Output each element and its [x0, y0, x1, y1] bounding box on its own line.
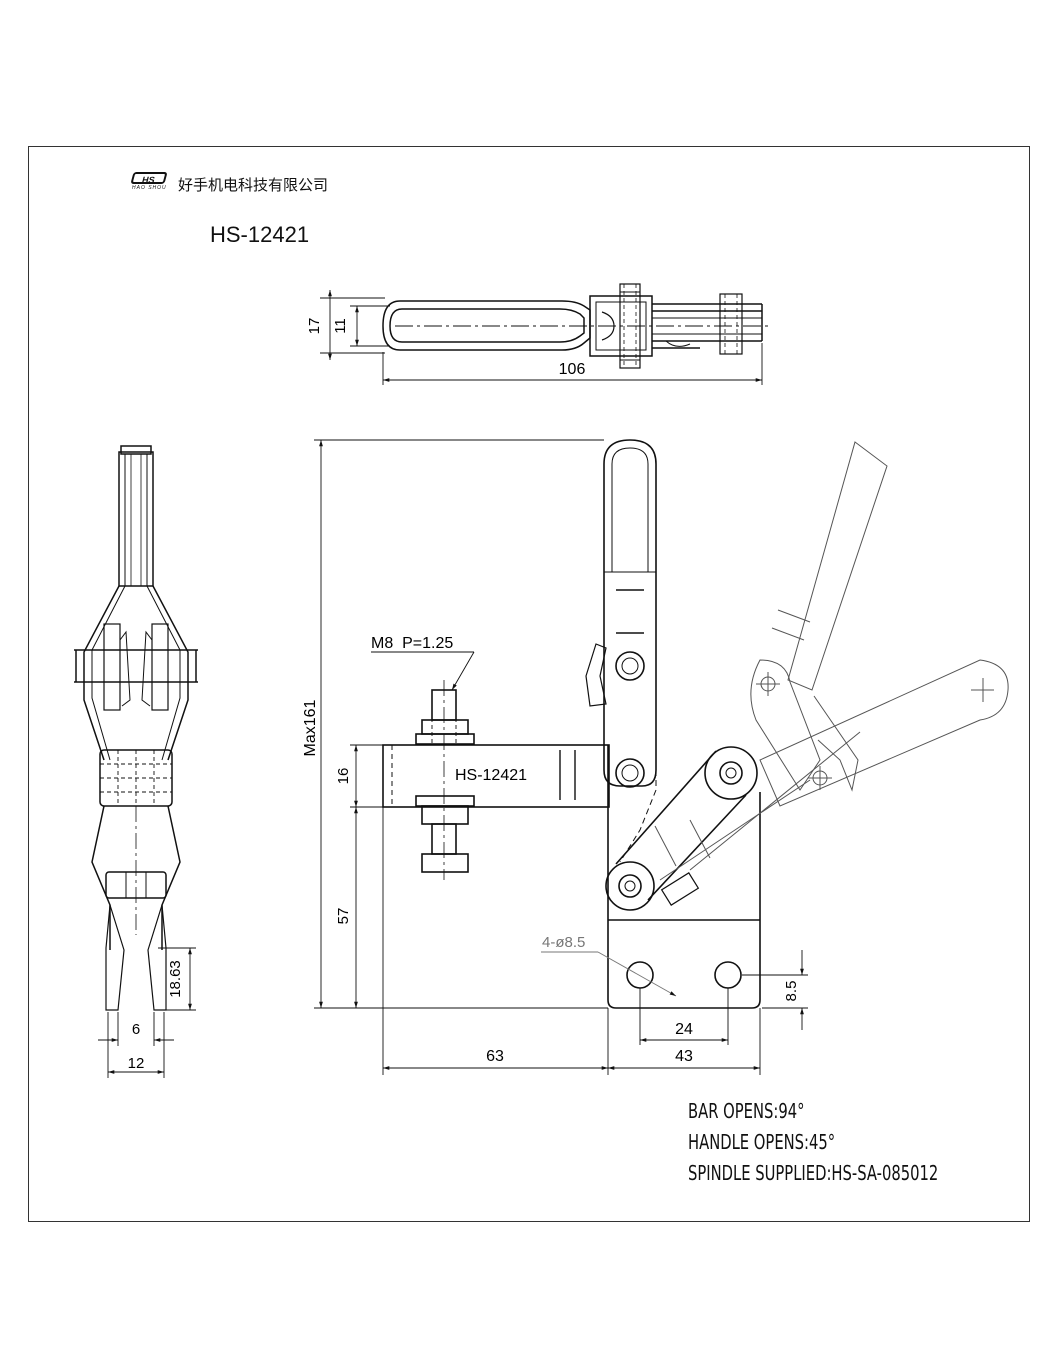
dim-hole-edge: 8.5	[783, 981, 800, 1002]
dim-tip-6: 6	[132, 1021, 140, 1038]
model-number: HS-12421	[210, 222, 310, 247]
thread-callout: M8 P=1.25	[371, 635, 453, 652]
dim-hole-pitch: 24	[675, 1021, 693, 1038]
dim-base-width: 43	[675, 1048, 693, 1065]
dim-length-106: 106	[559, 361, 586, 378]
dim-tip-18-63: 18.63	[167, 960, 184, 998]
company-logo: HS HAO SHOU 好手机电科技有限公司	[130, 172, 329, 195]
logo-subtext: HAO SHOU	[132, 185, 167, 191]
open-position-phantom	[654, 441, 1009, 881]
bar-label: HS-12421	[455, 767, 527, 784]
dim-width-17: 17	[306, 318, 323, 335]
side-view	[74, 445, 198, 1011]
top-view-dimensions	[320, 290, 763, 385]
holes-callout: 4-ø8.5	[542, 934, 585, 951]
brand-mark: HS HAO SHOU	[130, 172, 168, 194]
company-name: 好手机电科技有限公司	[178, 176, 329, 194]
front-view	[382, 439, 761, 1009]
front-view-dimensions	[314, 439, 808, 1075]
spec-notes: BAR OPENS:94° HANDLE OPENS:45° SPINDLE S…	[688, 1096, 938, 1189]
drawing-frame	[28, 146, 1030, 1222]
dim-bar-height: 16	[335, 768, 352, 785]
dim-reach: 63	[486, 1048, 504, 1065]
dim-max-height: Max161	[302, 699, 319, 756]
note-spindle: SPINDLE SUPPLIED:HS-SA-085012	[688, 1161, 939, 1185]
dim-width-11: 11	[332, 318, 349, 334]
dim-spindle-height: 57	[335, 908, 352, 925]
dim-base-12: 12	[128, 1055, 145, 1072]
note-handle-opens: HANDLE OPENS:45°	[688, 1130, 836, 1154]
side-view-dimensions	[98, 947, 196, 1078]
note-bar-opens: BAR OPENS:94°	[688, 1099, 805, 1123]
top-view	[382, 283, 770, 369]
